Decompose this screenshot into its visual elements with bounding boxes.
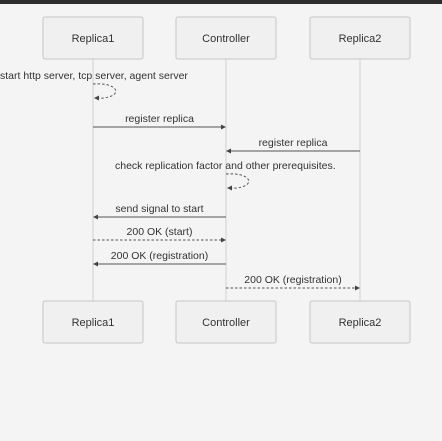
- actor-box: [175, 300, 277, 344]
- actor-label: Replica1: [72, 33, 115, 45]
- arrowhead: [226, 148, 231, 154]
- actor-label: Controller: [202, 317, 250, 329]
- message-5: send signal to start: [93, 203, 226, 220]
- message-4: check replication factor and other prere…: [115, 160, 336, 191]
- actor-box: [309, 300, 411, 344]
- message-label: start http server, tcp server, agent ser…: [0, 70, 188, 82]
- actor-label: Replica2: [339, 33, 382, 45]
- actors-top: Replica1 Controller Replica2: [42, 16, 411, 60]
- actor-replica1-bottom: Replica1: [42, 300, 144, 344]
- actor-label: Replica2: [339, 317, 382, 329]
- message-label: register replica: [259, 137, 328, 149]
- arrowhead: [227, 185, 232, 191]
- message-1: start http server, tcp server, agent ser…: [0, 70, 188, 101]
- messages: start http server, tcp server, agent ser…: [0, 70, 360, 291]
- arrowhead: [94, 95, 99, 101]
- arrowhead: [355, 285, 360, 291]
- window-top-bar: [0, 0, 442, 4]
- actor-replica2-top: Replica2: [309, 16, 411, 60]
- actors-bottom: Replica1 Controller Replica2: [42, 300, 411, 344]
- actor-replica1-top: Replica1: [42, 16, 144, 60]
- actor-label: Controller: [202, 33, 250, 45]
- message-self-loop: [225, 173, 250, 189]
- actor-box: [42, 300, 144, 344]
- actor-box: [42, 16, 144, 60]
- message-2: register replica: [93, 113, 226, 130]
- actor-box: [309, 16, 411, 60]
- actor-label: Replica1: [72, 317, 115, 329]
- lifelines: [92, 59, 361, 301]
- actor-controller-top: Controller: [175, 16, 277, 60]
- message-label: 200 OK (registration): [244, 274, 341, 286]
- arrowhead: [93, 261, 98, 267]
- message-label: send signal to start: [115, 203, 203, 215]
- actor-replica2-bottom: Replica2: [309, 300, 411, 344]
- message-label: 200 OK (start): [127, 226, 193, 238]
- arrowhead: [221, 124, 226, 130]
- arrowhead: [93, 214, 98, 220]
- actor-box: [175, 16, 277, 60]
- message-label: 200 OK (registration): [111, 250, 208, 262]
- message-6: 200 OK (start): [93, 226, 226, 243]
- message-3: register replica: [226, 137, 360, 154]
- message-8: 200 OK (registration): [226, 274, 360, 291]
- message-self-loop: [92, 83, 117, 99]
- actor-controller-bottom: Controller: [175, 300, 277, 344]
- message-7: 200 OK (registration): [93, 250, 226, 267]
- message-label: register replica: [125, 113, 194, 125]
- arrowhead: [221, 237, 226, 243]
- message-label: check replication factor and other prere…: [115, 160, 336, 172]
